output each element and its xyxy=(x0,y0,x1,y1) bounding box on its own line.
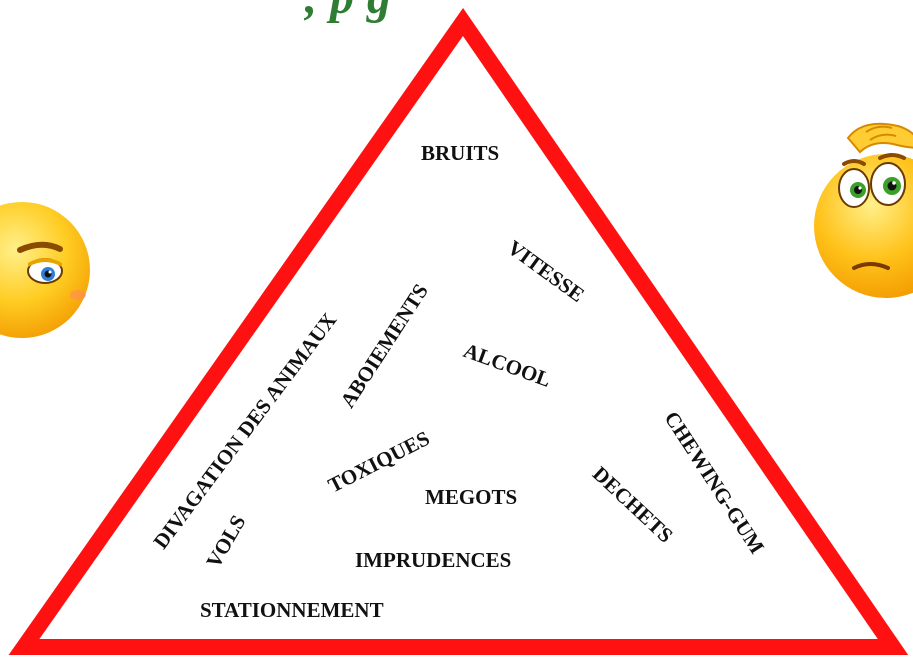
word-stationnement: STATIONNEMENT xyxy=(200,598,384,622)
annoyed-emoji-icon xyxy=(0,202,90,338)
partial-title: , p g xyxy=(305,0,392,25)
confused-emoji-icon xyxy=(814,122,913,298)
word-imprudences: IMPRUDENCES xyxy=(355,548,512,572)
word-bruits: BRUITS xyxy=(421,141,500,165)
word-megots: MEGOTS xyxy=(425,485,518,509)
